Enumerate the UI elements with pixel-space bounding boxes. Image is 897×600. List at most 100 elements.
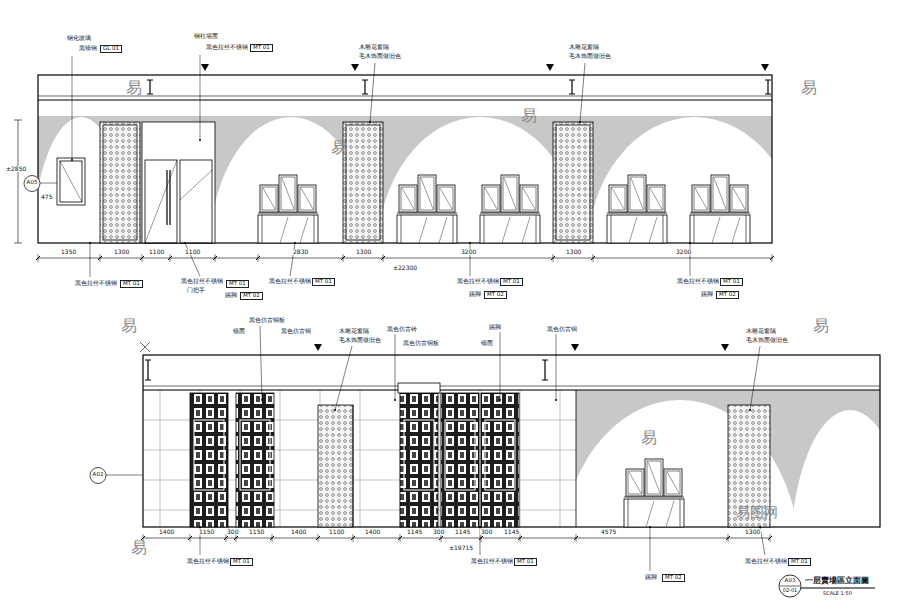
drawing-line (262, 215, 263, 243)
drawing-rect (143, 355, 880, 527)
drawing-line (770, 256, 774, 260)
drawing-line (362, 80, 368, 81)
drawing-line (200, 55, 201, 140)
annotation-label: 黑色仿古铜板 (402, 340, 440, 346)
material-tag: MT 01 (120, 280, 143, 288)
drawing-line (258, 213, 318, 214)
annotation-label: SCALE 1:50 (822, 591, 853, 596)
drawing-rect (398, 383, 440, 393)
drawing-line (611, 215, 612, 243)
drawing-line (624, 497, 684, 498)
drawing-line (569, 94, 575, 95)
watermark: 易 (330, 140, 348, 156)
drawing-line (522, 217, 530, 243)
drawing-circle (555, 399, 557, 401)
drawing-line (650, 527, 651, 571)
drawing-rect (485, 420, 515, 490)
drawing-rect (397, 215, 457, 243)
drawing-circle (369, 121, 371, 123)
drawing-path (314, 344, 322, 351)
annotation-label: 毛木饰面做旧色 (568, 53, 612, 59)
drawing-rect (711, 175, 729, 212)
drawing-line (149, 80, 150, 94)
drawing-rect (484, 187, 498, 210)
drawing-line (680, 499, 681, 527)
drawing-line (556, 334, 557, 400)
watermark: 易 (812, 318, 830, 334)
drawing-rect (279, 175, 297, 212)
drawing-path (546, 64, 554, 71)
drawing-line (569, 80, 575, 81)
material-tag: MT 01 (514, 558, 537, 566)
annotation-label: 1100 (184, 249, 201, 255)
drawing-ellipse (790, 410, 880, 527)
annotation-label: 黑色拉丝不锈钢 (470, 558, 514, 564)
drawing-line (145, 160, 177, 243)
annotation-label: ±19715 (448, 545, 474, 551)
drawing-circle (199, 139, 201, 141)
drawing-line (60, 161, 82, 202)
drawing-rect (645, 459, 663, 496)
drawing-line (263, 188, 275, 209)
annotation-label: 1400 (364, 529, 381, 535)
drawing-circle (294, 242, 296, 244)
drawing-line (768, 536, 772, 540)
drawing-circle (71, 159, 73, 161)
drawing-line (38, 100, 772, 101)
annotation-label: 踢脚 (700, 291, 714, 297)
drawing-line (364, 80, 365, 94)
drawing-line (213, 256, 217, 260)
drawing-line (732, 217, 740, 243)
drawing-rect (399, 185, 417, 212)
drawing-line (224, 536, 228, 540)
annotation-label: 黑色拉丝不锈钢 (180, 278, 224, 284)
drawing-line (98, 256, 102, 260)
drawing-line (690, 213, 750, 214)
material-tag: MT 01 (312, 278, 335, 286)
drawing-line (502, 217, 510, 243)
drawing-rect (260, 185, 278, 212)
drawing-line (439, 217, 447, 243)
drawing-line (72, 56, 73, 160)
annotation-label: 踢脚 (644, 574, 658, 580)
drawing-line (746, 215, 747, 243)
drawing-rect (556, 125, 590, 240)
drawing-line (168, 256, 172, 260)
annotation-label: 黑色仿古铜 (546, 326, 578, 332)
drawing-circle (689, 242, 691, 244)
drawing-rect (318, 405, 353, 527)
drawing-rect (103, 125, 137, 240)
drawing-line (397, 213, 457, 214)
drawing-line (18, 120, 19, 243)
annotation-label: 3200 (675, 249, 692, 255)
drawing-line (381, 256, 385, 260)
drawing-rect (300, 187, 314, 210)
material-tag: MT 02 (662, 574, 685, 582)
watermark: 易 (120, 318, 138, 334)
drawing-line (185, 243, 200, 276)
drawing-line (591, 256, 595, 260)
annotation-label: 踢脚 (488, 324, 502, 330)
drawing-line (314, 215, 315, 243)
drawing-line (714, 178, 726, 209)
drawing-path (140, 342, 150, 352)
drawing-circle (394, 399, 396, 401)
drawing-line (270, 536, 274, 540)
callout-number: A02 (93, 472, 104, 478)
drawing-circle (89, 242, 91, 244)
annotation-label: 1100 (328, 529, 345, 535)
drawing-line (143, 386, 880, 387)
drawing-line (353, 405, 354, 527)
drawing-path (571, 344, 579, 351)
watermark: 易 (800, 80, 818, 96)
material-tag: MT 02 (716, 291, 739, 299)
material-tag: MT 01 (500, 278, 523, 286)
drawing-line (38, 258, 772, 259)
annotation-label: 踢脚 (468, 291, 482, 297)
drawing-line (38, 96, 772, 97)
drawing-line (667, 472, 679, 493)
drawing-line (234, 536, 238, 540)
annotation-label: 黑色仿古铜板 (248, 317, 286, 323)
drawing-rect (522, 187, 536, 210)
